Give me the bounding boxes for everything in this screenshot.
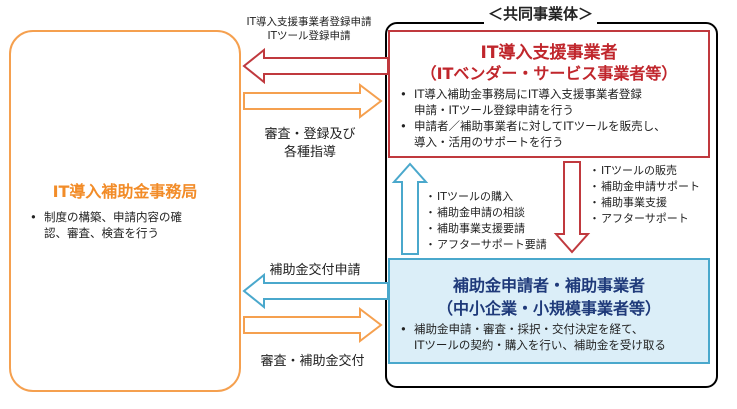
arrow-vendor-to-office — [242, 47, 389, 85]
secretariat-bullet-cont: 認、審査、検査を行う — [44, 226, 159, 240]
support-vendor-title-2: （ITベンダー・サービス事業者等） — [420, 64, 678, 83]
arrow-office-to-vendor — [243, 82, 383, 120]
flow-label-office-to-applicant: 審査・補助金交付 — [260, 354, 365, 369]
flow-label-office-to-vendor: 審査・登録及び 各種指導 — [250, 126, 370, 162]
support-vendor-title-1: IT導入支援事業者 — [480, 43, 618, 63]
secretariat-bullet-line: 制度の構築、申請内容の確 — [30, 209, 182, 225]
applicant-bullet-cont: ITツールの契約・購入を行い、補助金を受け取る — [414, 338, 666, 352]
arrow-applicant-to-office — [242, 272, 389, 310]
flow-label-line: 各種指導 — [283, 145, 336, 160]
flow-item: 補助金申請サポート — [589, 179, 700, 195]
applicant-bullets: 補助金申請・審査・採択・交付決定を経て、 ITツールの契約・購入を行い、補助金を… — [400, 321, 666, 353]
flow-item: 補助事業支援 — [589, 195, 700, 211]
secretariat-title: IT導入補助金事務局 — [52, 182, 198, 201]
flow-item: ITツールの販売 — [589, 163, 700, 179]
arrow-office-to-applicant — [243, 306, 383, 344]
flow-label-line: 審査・登録及び — [264, 127, 356, 142]
support-vendor-bullet: IT導入補助金事務局にIT導入支援事業者登録 — [400, 86, 666, 102]
arrow-applicant-to-vendor — [391, 162, 429, 255]
flow-label-line: ITツール登録申請 — [267, 30, 351, 42]
secretariat-bullets: 制度の構築、申請内容の確 認、審査、検査を行う — [30, 209, 182, 241]
support-vendor-bullets: IT導入補助金事務局にIT導入支援事業者登録 申請・ITツール登録申請を行う 申… — [400, 86, 666, 150]
flow-item: アフターサポート — [589, 211, 700, 227]
support-vendor-bullet: 申請者／補助事業者に対してITツールを販売し、 — [400, 118, 666, 134]
flow-item: アフターサポート要請 — [425, 237, 547, 253]
flow-item: ITツールの購入 — [425, 189, 547, 205]
flow-label-applicant-to-office: 補助金交付申請 — [269, 263, 361, 278]
flow-label-applicant-to-vendor: ITツールの購入 補助金申請の相談 補助事業支援要請 アフターサポート要請 — [425, 189, 547, 253]
support-vendor-bullet-cont: 導入・活用のサポートを行う — [414, 135, 564, 149]
applicant-bullet: 補助金申請・審査・採択・交付決定を経て、 — [400, 321, 666, 337]
applicant-title-2: （中小企業・小規模事業者等） — [436, 299, 661, 318]
arrow-vendor-to-applicant — [553, 161, 591, 254]
applicant-title-1: 補助金申請者・補助事業者 — [452, 276, 645, 295]
consortium-title: ＜共同事業体＞ — [484, 3, 598, 24]
flow-label-line: IT導入支援事業者登録申請 — [246, 16, 372, 28]
flow-item: 補助事業支援要請 — [425, 221, 547, 237]
support-vendor-bullet-cont: 申請・ITツール登録申請を行う — [414, 103, 574, 117]
flow-item: 補助金申請の相談 — [425, 205, 547, 221]
flow-label-vendor-to-applicant: ITツールの販売 補助金申請サポート 補助事業支援 アフターサポート — [589, 163, 700, 227]
flow-label-vendor-to-office: IT導入支援事業者登録申請 ITツール登録申請 — [240, 15, 378, 43]
applicant-box — [388, 258, 710, 364]
